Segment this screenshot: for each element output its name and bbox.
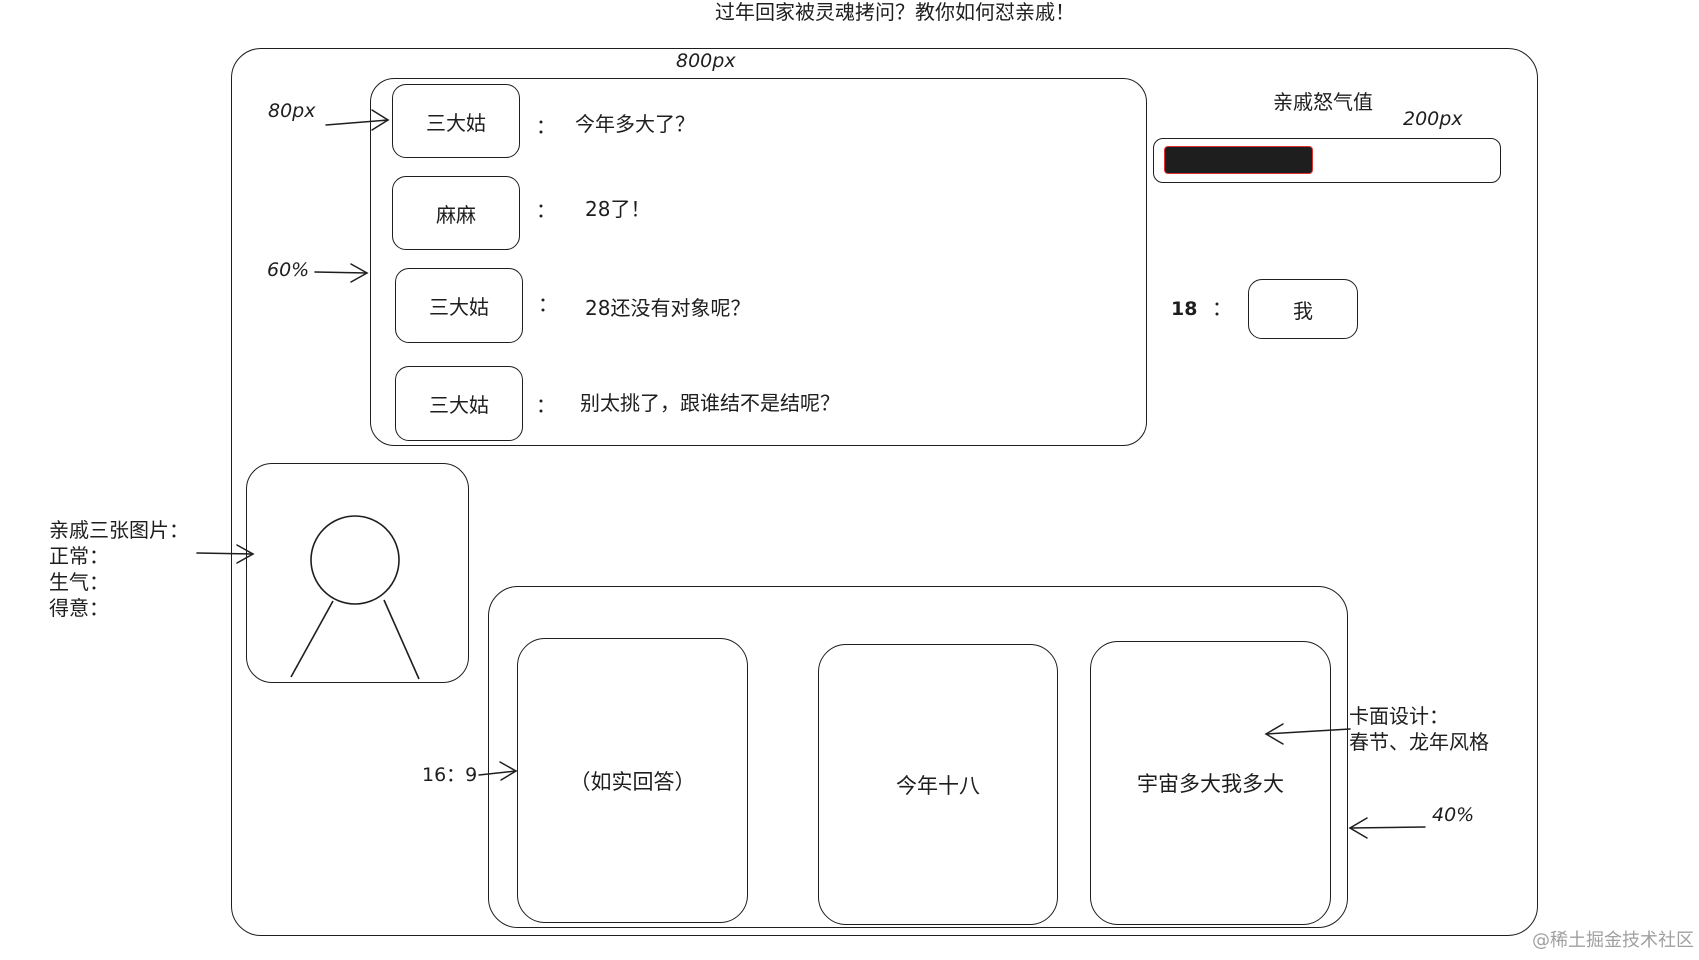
card-ratio-annotation: 16：9 [422, 764, 478, 786]
card-design-note-1: 卡面设计： [1349, 704, 1449, 728]
card-height-annotation: 40% [1432, 804, 1475, 826]
watermark: @稀土掘金技术社区 [1532, 930, 1694, 951]
speaker-name: 三大姑 [429, 295, 489, 319]
me-colon: ： [1212, 296, 1232, 320]
speaker-name: 麻麻 [436, 202, 476, 227]
person-icon [290, 515, 420, 680]
me-box: 我 [1248, 279, 1358, 339]
dialog-text-2: 28了！ [585, 197, 651, 221]
speaker-box-1: 三大姑 [392, 84, 520, 158]
images-note-normal: 正常： [49, 544, 109, 568]
answer-card-3[interactable]: 宇宙多大我多大 [1090, 641, 1331, 925]
anger-meter-fill [1164, 146, 1313, 174]
dialog-height-annotation: 60% [267, 259, 310, 281]
speaker-name: 三大姑 [426, 110, 486, 135]
anger-label: 亲戚怒气值 [1273, 90, 1373, 114]
speaker-name: 三大姑 [429, 393, 489, 417]
dialog-text-1: 今年多大了？ [575, 112, 695, 136]
me-label: 我 [1293, 298, 1313, 323]
dialog-colon: ： [536, 393, 556, 417]
card-area [488, 586, 1348, 928]
speaker-box-2: 麻麻 [392, 176, 520, 250]
anger-meter [1153, 138, 1501, 183]
dialog-panel [370, 78, 1147, 446]
speaker-box-3: 三大姑 [395, 268, 523, 343]
answer-card-2[interactable]: 今年十八 [818, 644, 1058, 925]
images-note-smug: 得意： [49, 596, 109, 620]
dialog-colon: ： [536, 114, 556, 138]
images-note-angry: 生气： [49, 570, 109, 594]
width-annotation: 800px [676, 50, 736, 72]
images-note-title: 亲戚三张图片： [49, 518, 189, 542]
dialog-colon: ： [538, 292, 558, 316]
dialog-text-3: 28还没有对象呢？ [585, 296, 751, 320]
speaker-box-4: 三大姑 [395, 366, 523, 441]
answer-card-text: 今年十八 [896, 773, 980, 798]
bar-width-annotation: 200px [1403, 108, 1463, 130]
game-frame [231, 48, 1538, 936]
dialog-text-4: 别太挑了，跟谁结不是结呢？ [580, 391, 840, 415]
row-height-annotation: 80px [268, 100, 316, 122]
relative-avatar [246, 463, 469, 683]
card-design-note-2: 春节、龙年风格 [1349, 730, 1489, 754]
page-title: 过年回家被灵魂拷问？教你如何怼亲戚！ [715, 0, 1075, 24]
dialog-colon: ： [536, 198, 556, 222]
my-age: 18 [1171, 298, 1198, 320]
answer-card-1[interactable]: （如实回答） [517, 638, 748, 923]
answer-card-text: （如实回答） [569, 769, 696, 794]
answer-card-text: 宇宙多大我多大 [1137, 772, 1284, 796]
